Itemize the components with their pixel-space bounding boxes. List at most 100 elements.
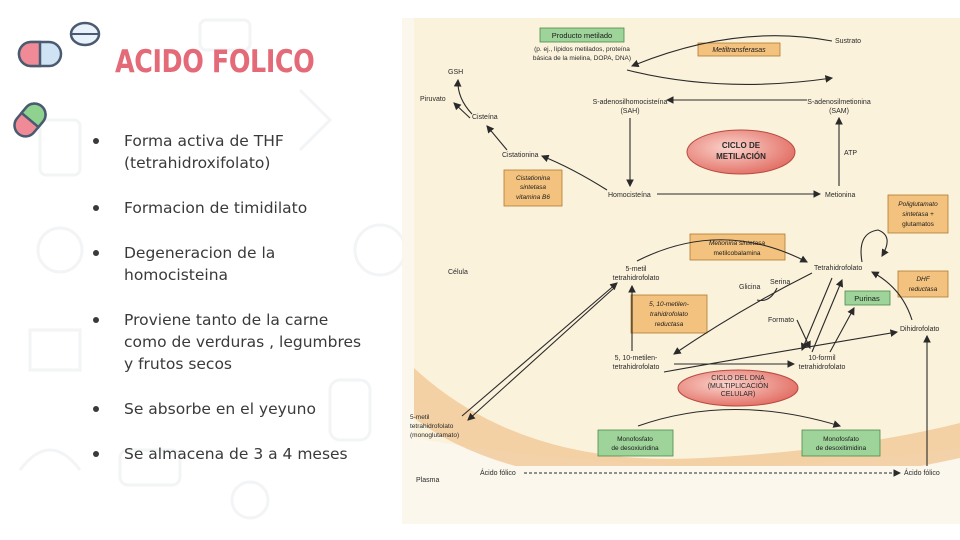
arrow-plasma-methyl-thf: [461, 282, 618, 417]
deoxythymidine-label: de desoxitimidina: [816, 445, 867, 452]
cystathionine-label: Cistationina: [502, 152, 539, 159]
arrow-substrate: [630, 35, 833, 68]
polyglutamate-synthetase-box: [887, 194, 949, 234]
dna-cycle-label: CICLO DEL DNA: [711, 375, 765, 382]
cystathionine-synthetase-label: vitamina B6: [516, 194, 550, 201]
methylation-cycle-label: METILACIÓN: [716, 152, 766, 161]
methylene-thf-label: 5, 10-metilen-: [615, 355, 658, 362]
polyglutamate-label: sintetasa +: [902, 211, 934, 218]
polyglutamate-label: Poliglutamato: [898, 201, 938, 208]
mono-thf-label: (monoglutamato): [410, 432, 459, 439]
arrow-serine-glycine: [756, 287, 778, 302]
methylation-cycle-label: CICLO DE: [722, 141, 761, 150]
arrow-thf-polyglutamate: [860, 229, 889, 263]
folic-acid-left-label: Ácido fólico: [480, 468, 516, 477]
pyruvate-label: Piruvato: [420, 96, 446, 103]
cell-membrane: [414, 368, 960, 490]
substrate-label: Sustrato: [835, 38, 861, 45]
pill-capsule-pink-icon: [17, 40, 63, 68]
bullet-item: Se almacena de 3 a 4 meses: [90, 443, 365, 465]
dna-cycle-label: (MULTIPLICACIÓN: [708, 381, 769, 390]
cell-interior: [414, 18, 960, 466]
sam-label: S-adenosilmetionina: [807, 99, 871, 106]
cysteine-label: Cisteína: [472, 114, 498, 121]
bullet-item: Se absorbe en el yeyuno: [90, 398, 365, 420]
dhf-reductase-box: [897, 270, 949, 298]
bullet-item: Forma activa de THF (tetrahidroxifolato): [90, 130, 365, 174]
methionine-label: Metionina: [825, 192, 855, 199]
bullet-item: Proviene tanto de la carne como de verdu…: [90, 309, 365, 375]
product-methylated-box: [539, 27, 625, 43]
mthf-reductase-label: 5, 10-metilen-: [649, 301, 690, 308]
folate-metabolism-diagram: CICLO DE METILACIÓN CICLO DEL DNA (MULTI…: [402, 18, 960, 524]
sah-label: (SAH): [620, 108, 639, 115]
thf-label: Tetrahidrofolato: [814, 265, 862, 272]
arrow-methyl-thf-thf: [636, 239, 808, 263]
arrow-cysteine-gsh: [453, 78, 473, 115]
bullet-list: Forma activa de THF (tetrahidroxifolato)…: [90, 130, 365, 488]
cell-label: Célula: [448, 269, 468, 276]
methyl-thf-label: tetrahidrofolato: [613, 275, 660, 282]
dna-cycle: [677, 369, 799, 407]
dna-cycle-label: CELULAR): [721, 391, 756, 398]
formyl-thf-label: 10-formil: [808, 355, 836, 362]
deoxyuridine-label: Monofosfato: [617, 436, 653, 443]
arrow-thf-methylene: [673, 272, 813, 355]
deoxyuridine-box: [597, 429, 674, 457]
cystathionine-synthetase-box: [503, 169, 563, 207]
purines-label: Purinas: [854, 294, 880, 303]
page-title: ACIDO FOLICO: [115, 44, 315, 80]
methylation-cycle: [686, 129, 796, 175]
product-note: (p. ej., lípidos metilados, proteína: [534, 46, 630, 53]
dhf-reductase-label: reductasa: [909, 286, 938, 293]
mono-thf-label: 5-metil: [410, 414, 430, 421]
arrow-formyl-purines: [829, 307, 855, 353]
homocysteine-label: Homocisteína: [608, 192, 651, 199]
arrow-cysteine-pyruvate: [453, 102, 471, 119]
folic-acid-right-label: Ácido fólico: [904, 468, 940, 477]
cystathionine-synthetase-label: sintetasa: [520, 184, 546, 191]
methionine-synthetase-label: metilcobalamina: [714, 250, 761, 257]
mthf-reductase-label: reductasa: [655, 321, 684, 328]
mono-thf-label: tetrahidrofolato: [410, 423, 454, 430]
plasma-label: Plasma: [416, 477, 439, 484]
pill-capsule-green-icon: [13, 102, 47, 138]
pill-tablet-icon: [69, 21, 101, 47]
polyglutamate-label: glutamatos: [902, 221, 935, 228]
methyltransferases-label: Metiltransferasas: [712, 47, 766, 54]
methylene-thf-label: tetrahidrofolato: [613, 364, 660, 371]
gsh-label: GSH: [448, 69, 463, 76]
methyltransferases-box: [697, 42, 781, 57]
product-note: básica de la mielina, DOPA, DNA): [533, 55, 631, 62]
deoxyuridine-label: de desoxiuridina: [611, 445, 659, 452]
bullet-item: Formacion de timidilato: [90, 197, 365, 219]
glycine-label: Glicina: [739, 284, 761, 291]
arrow-methylene-dhf: [663, 329, 899, 373]
dihydrofolate-label: Dihidrofolato: [900, 326, 939, 333]
arrow-methyl-thf-plasma: [467, 287, 615, 421]
arrow-dhf-thf: [871, 271, 913, 321]
sah-label: S-adenosilhomocisteína: [593, 99, 668, 106]
atp-label: ATP: [844, 150, 857, 157]
arrow-cystathionine-cysteine: [486, 125, 508, 151]
arrow-homocysteine-cystathionine: [540, 154, 608, 191]
arrow-metiltransferase: [626, 69, 834, 85]
arrow-dump-dtmp: [637, 409, 842, 428]
arrow-thf-formyl: [800, 277, 833, 352]
mthf-reductase-box: [630, 294, 708, 334]
product-methylated-label: Producto metilado: [552, 31, 612, 40]
bullet-item: Degeneracion de la homocisteina: [90, 242, 365, 286]
sam-label: (SAM): [829, 108, 849, 115]
deoxythymidine-label: Monofosfato: [823, 436, 859, 443]
cystathionine-synthetase-label: Cistationina: [516, 175, 550, 182]
purines-box: [844, 290, 891, 306]
methionine-synthetase-label: Metionina sintetasa: [709, 240, 765, 247]
formate-label: Formato: [768, 317, 794, 324]
arrow-formyl-thf: [811, 278, 844, 353]
mthf-reductase-label: trahidrofolato: [650, 311, 688, 318]
serine-label: Serina: [770, 279, 790, 286]
deoxythymidine-box: [801, 429, 881, 457]
formyl-thf-label: tetrahidrofolato: [799, 364, 846, 371]
dhf-reductase-label: DHF: [916, 276, 930, 283]
